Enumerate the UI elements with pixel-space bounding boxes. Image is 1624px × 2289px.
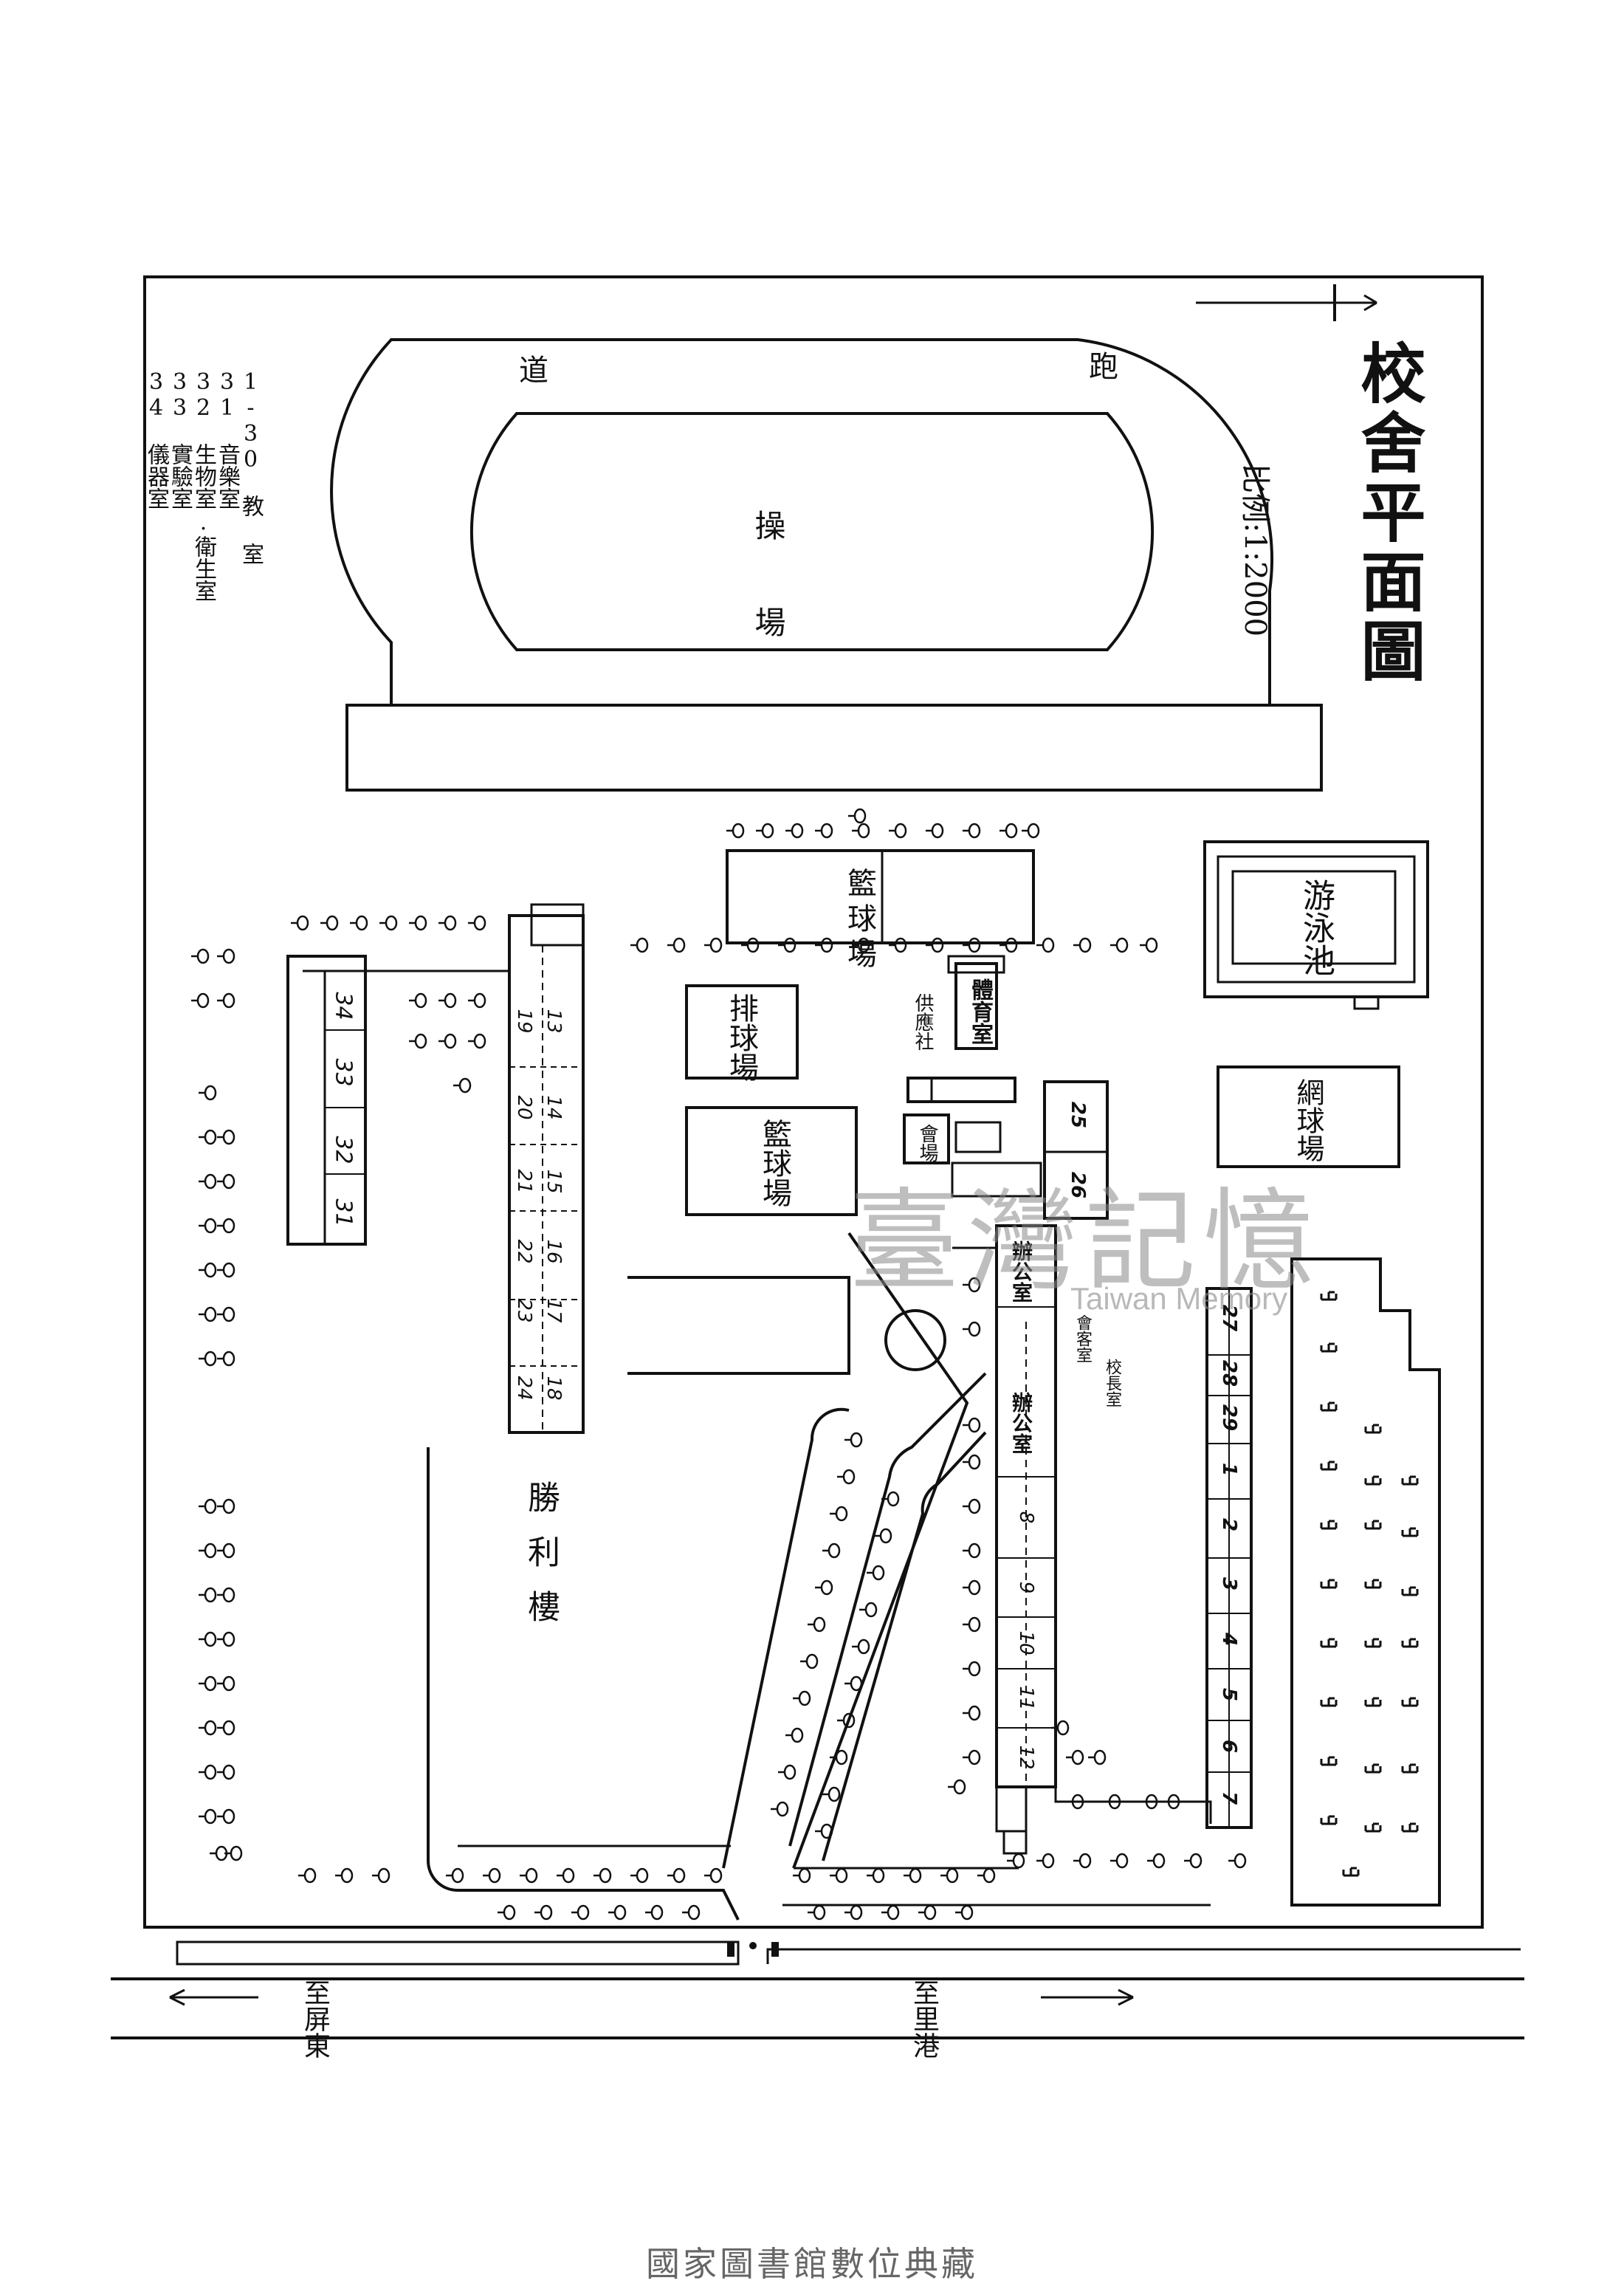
map-scale: 比例:1:2000 (1238, 463, 1272, 637)
legend-item: 1-30 教 室 (238, 369, 264, 565)
meeting-room-label: 會客室 (1073, 1314, 1092, 1363)
main-road (111, 1940, 1524, 2039)
room-number: 20 (513, 1095, 535, 1120)
principal-office-label: 校長室 (1103, 1359, 1121, 1407)
legend-item: 32 生物室.衛生室 (190, 369, 216, 602)
legend-code: 33 (167, 369, 193, 421)
legend-name: 儀器室 (143, 443, 169, 509)
room-number: 33 (330, 1058, 357, 1087)
room-number: 1 (1218, 1462, 1240, 1477)
running-track (330, 338, 1323, 792)
room-number: 32 (330, 1136, 357, 1164)
room-number: 21 (513, 1169, 535, 1194)
room-number: 10 (1015, 1630, 1037, 1655)
room-number: 6 (1218, 1739, 1240, 1754)
volleyball-court-label: 排球場 (724, 993, 758, 1082)
watermark-subtext: Taiwan Memory (1070, 1281, 1288, 1316)
room-number: 25 (1067, 1101, 1089, 1129)
room-number: 23 (513, 1298, 535, 1323)
fountain-icon (884, 1309, 946, 1371)
room-number: 4 (1218, 1632, 1240, 1647)
classroom-block-27-7 (1205, 1287, 1253, 1829)
room-number: 7 (1218, 1791, 1240, 1805)
room-number: 5 (1218, 1687, 1240, 1702)
room-number: 22 (513, 1239, 535, 1264)
north-arrow-icon (1196, 284, 1377, 321)
garden-plants (1320, 1291, 1419, 1877)
legend-name: 音樂室 (214, 443, 240, 509)
room-number: 11 (1015, 1686, 1037, 1711)
legend-item: 31 音樂室 (214, 369, 240, 509)
hall-label: 會場 (916, 1124, 938, 1162)
special-rooms-block (286, 955, 509, 1246)
classroom-block-8-12 (995, 1224, 1212, 1855)
classroom-block-13-24 (508, 903, 585, 1434)
office-right-label: 辦公室 (1009, 1240, 1033, 1303)
hall-building (903, 1113, 1042, 1198)
room-number: 29 (1218, 1404, 1240, 1432)
room-number: 13 (543, 1009, 565, 1034)
room-number: 31 (330, 1198, 357, 1227)
room-number: 18 (543, 1376, 565, 1401)
trees (190, 808, 1247, 1921)
basketball-court-bottom (685, 1106, 858, 1216)
room-number: 3 (1218, 1576, 1240, 1591)
pool-label: 游泳池 (1297, 879, 1335, 976)
legend-name: 實驗室 (167, 443, 193, 509)
legend-code: 31 (214, 369, 240, 421)
road-label-left: 至屏東 (300, 1979, 330, 2059)
volleyball-court (685, 984, 799, 1080)
room-number: 12 (1015, 1745, 1037, 1770)
coop-label: 供應社 (912, 993, 934, 1051)
field-label: 操 場 (750, 509, 786, 652)
watermark-text: 臺灣記憶 (849, 1178, 1322, 1306)
room-number: 16 (543, 1239, 565, 1264)
room-number: 17 (543, 1298, 565, 1323)
legend-name: 教 室 (238, 495, 264, 565)
basketball-court-top (726, 849, 1035, 944)
road-label-right: 至里港 (909, 1979, 939, 2059)
office-center-label: 辦公室 (1009, 1392, 1033, 1454)
legend-name: 生物室.衛生室 (190, 443, 216, 602)
swimming-pool (1203, 840, 1429, 1010)
classroom-block-25-26 (1043, 1080, 1109, 1220)
footer-credit: 國家圖書館數位典藏 (646, 2244, 978, 2284)
map-title: 校舍平面圖 (1350, 340, 1427, 687)
room-number: 15 (543, 1169, 565, 1194)
room-number: 34 (330, 992, 357, 1020)
tennis-court (1217, 1065, 1400, 1168)
gym-building (947, 955, 1005, 1050)
room-number: 2 (1218, 1517, 1240, 1532)
map-border (143, 275, 1484, 1929)
legend-code: 1-30 (238, 369, 264, 473)
tennis-court-label: 網球場 (1292, 1078, 1324, 1162)
gym-label: 體育室 (967, 978, 993, 1045)
room-number: 24 (513, 1376, 535, 1401)
track-label-road: 道 (514, 354, 548, 384)
legend-item: 34 儀器室 (143, 369, 169, 509)
room-number: 9 (1015, 1581, 1037, 1594)
building-label: 勝利樓 (522, 1480, 560, 1644)
garden-area (1290, 1257, 1441, 1907)
track-label-run: 跑 (1084, 351, 1118, 380)
room-number: 28 (1218, 1359, 1240, 1387)
basketball-court-top-label: 籃球場 (842, 868, 876, 974)
coop-building (906, 1077, 1016, 1103)
room-number: 8 (1015, 1511, 1037, 1524)
driveway (427, 1232, 1211, 1921)
room-number: 19 (513, 1009, 535, 1034)
legend-code: 32 (190, 369, 216, 421)
map-legend: 1-30 教 室 31 音樂室 32 生物室.衛生室 33 實驗室 34 儀器室 (143, 369, 264, 665)
basketball-court-bottom-label: 籃球場 (757, 1119, 791, 1207)
room-number: 14 (543, 1095, 565, 1120)
legend-item: 33 實驗室 (167, 369, 193, 509)
legend-code: 34 (143, 369, 169, 421)
